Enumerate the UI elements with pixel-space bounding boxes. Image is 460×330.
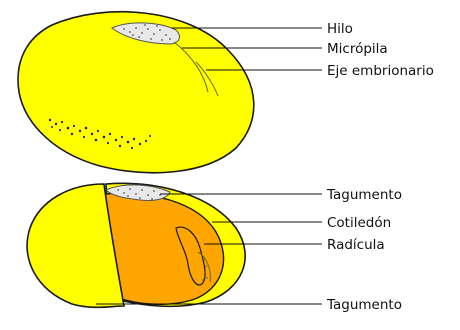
labels: Hilo Micrópila Eje embrionario Tagumento… (326, 21, 434, 313)
bottom-seed (27, 183, 245, 307)
label-hilo: Hilo (327, 21, 353, 37)
label-micropila: Micrópila (327, 41, 388, 57)
label-radicula: Radícula (327, 237, 385, 253)
label-cotiledon: Cotiledón (327, 215, 391, 231)
label-eje-embrionario: Eje embrionario (327, 63, 434, 79)
label-tagumento-top: Tagumento (326, 187, 402, 203)
label-tagumento-bottom: Tagumento (326, 297, 402, 313)
top-seed (18, 12, 254, 173)
